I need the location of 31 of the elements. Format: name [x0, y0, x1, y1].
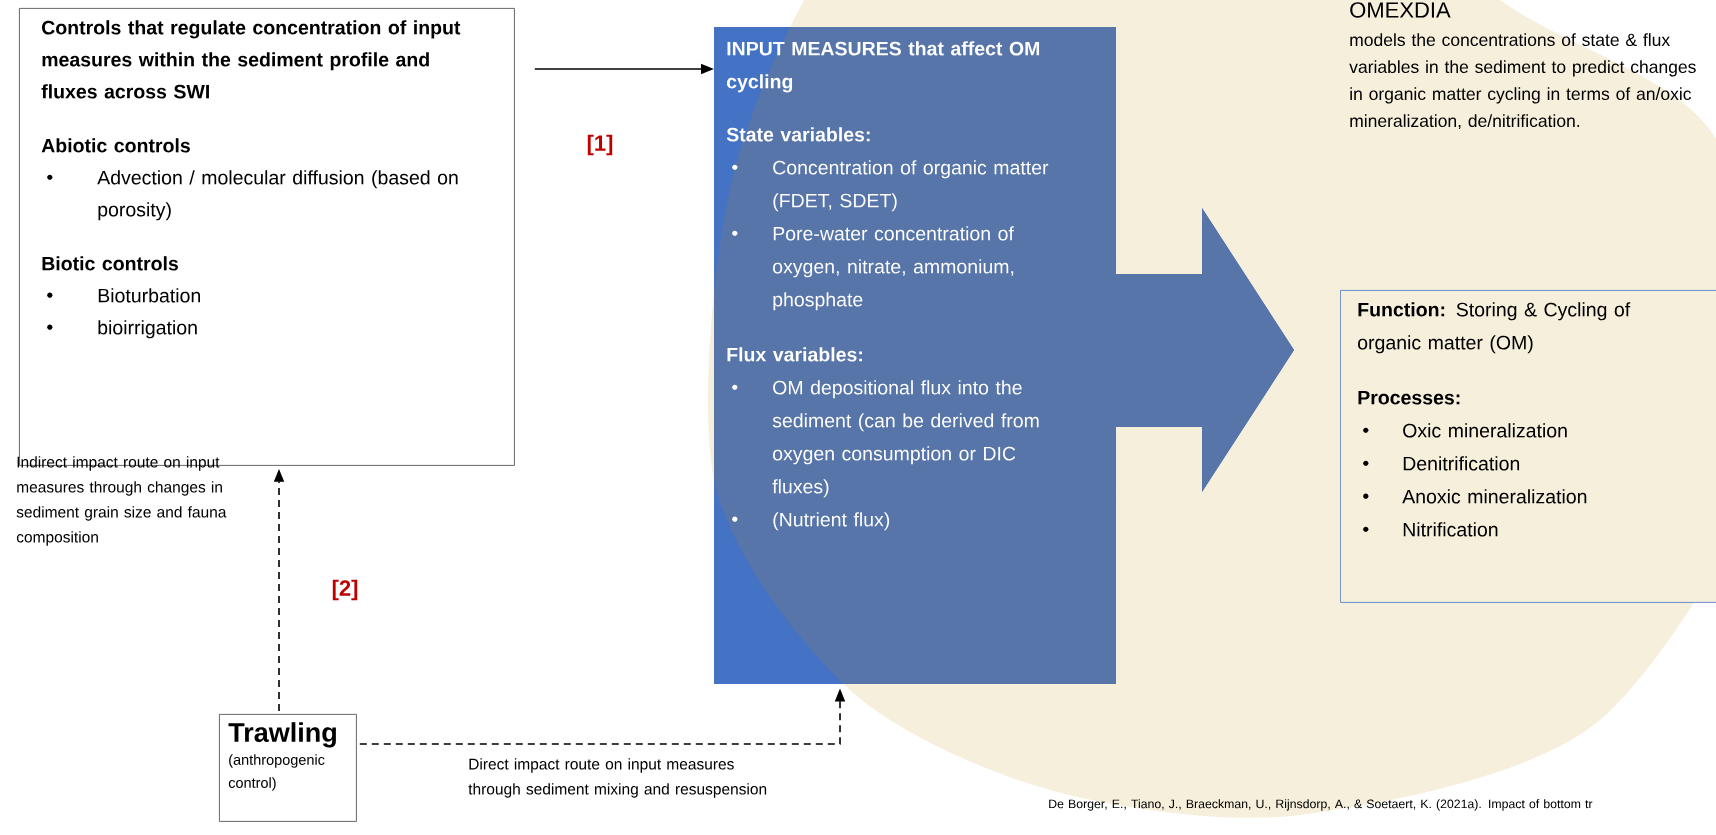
title-text: Trawling — [228, 722, 336, 748]
bullet-item: Pore-water concentration of oxygen, nitrate, ammonium, phosphate — [732, 226, 1014, 311]
bullet-item: Oxic mineralization — [1363, 423, 1567, 438]
text-box — [1340, 290, 1716, 603]
heading-text: INPUT MEASURES that affect OM cycling — [727, 41, 1040, 93]
citation-text: De Borger, E., Tiano, J., Braeckman, U., Rijnsdorp, A., & Soetaert, K. (2021a). Impact of bottom tr — [1049, 799, 1593, 811]
bullet-item: Nitrification — [1363, 522, 1498, 537]
heading-text: Flux variables: — [727, 347, 862, 362]
body-text: Function: Storing & Cycling of organic matter (OM) — [1358, 302, 1631, 354]
text-box — [219, 714, 357, 822]
bullet-item: Advection / molecular diffusion (based on porosity) — [47, 170, 458, 221]
bullet-item: OM depositional flux into the sediment (can be derived from oxygen consumption or DIC fluxes) — [732, 380, 1039, 498]
heading-text: State variables: — [726, 127, 870, 142]
body-text: (anthropogenic control) — [228, 754, 325, 791]
heading-text: Abiotic controls — [41, 138, 190, 153]
bullet-item: Concentration of organic matter (FDET, SDET) — [732, 160, 1049, 212]
input-measures-arrow — [714, 27, 1294, 684]
note-text: Indirect impact route on input measures through changes in sediment grain size and fauna composition — [16, 456, 227, 546]
bullet-item: Bioturbation — [47, 288, 200, 303]
bullet-item: (Nutrient flux) — [732, 512, 890, 531]
note-text: Direct impact route on input measures through sediment mixing and resuspension — [468, 758, 767, 798]
bullet-item: Anoxic mineralization — [1363, 489, 1587, 504]
edge-label: [1] — [587, 134, 613, 156]
bullet-item: bioirrigation — [47, 320, 197, 339]
edge-label: [2] — [332, 579, 358, 601]
heading-text: Biotic controls — [42, 256, 178, 271]
heading-text: Controls that regulate concentration of input measures within the sediment profile and fluxes across SWI — [41, 20, 461, 99]
heading-text: Processes: — [1358, 390, 1460, 405]
bullet-item: Denitrification — [1363, 456, 1520, 471]
description-text: models the concentrations of state & flux variables in the sediment to predict changes in organic matter cycling in terms of an/oxic mineralization, de/nitrification. — [1349, 33, 1696, 130]
model-name: OMEXDIA — [1350, 2, 1451, 18]
